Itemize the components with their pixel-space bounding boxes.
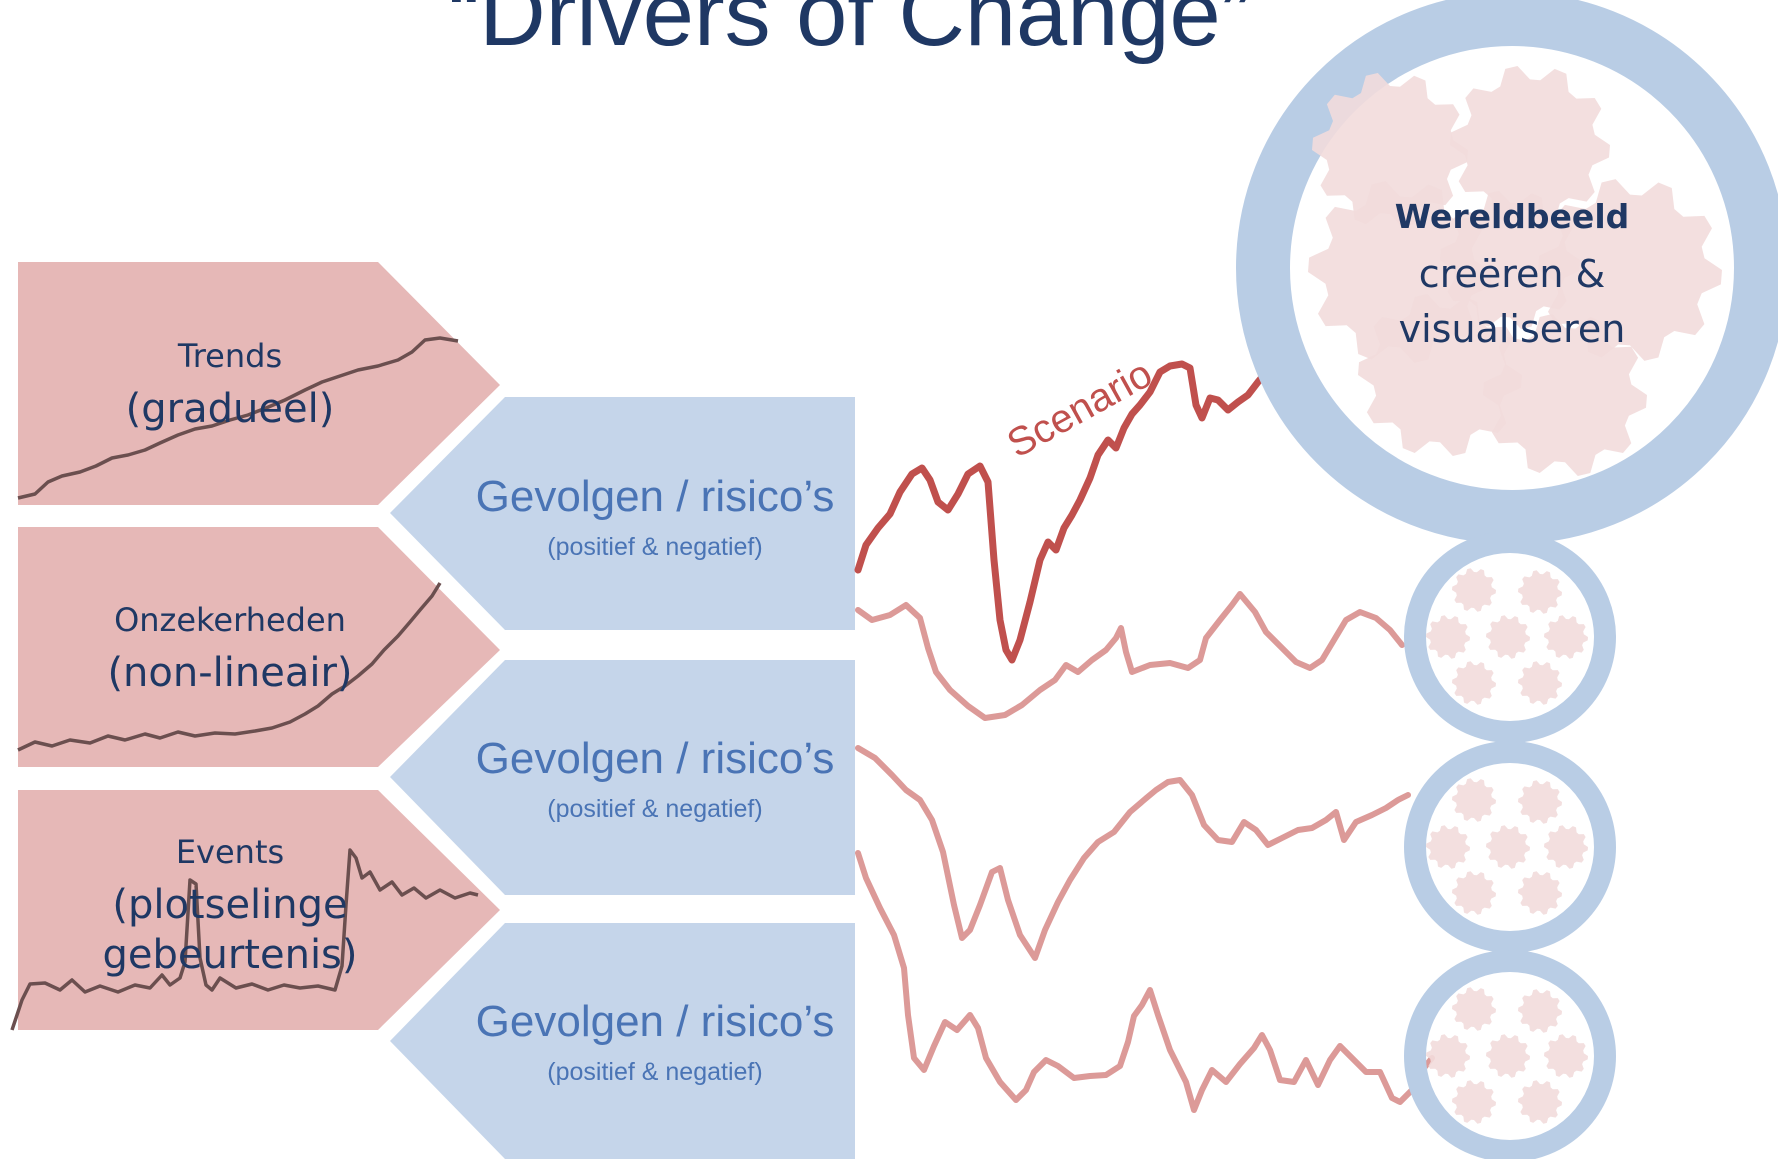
consequence-label-1: Gevolgen / risico’s <box>475 472 835 521</box>
gear-icon <box>1518 989 1562 1033</box>
gear-icon <box>1518 570 1562 614</box>
gear-icon <box>1358 294 1522 456</box>
page-title: “Drivers of Change” <box>448 0 1252 65</box>
gear-icon <box>1452 871 1496 915</box>
gear-icon <box>1544 1034 1588 1078</box>
gear-icon <box>1452 661 1496 705</box>
worldview-title: Wereldbeeld <box>1394 197 1630 236</box>
gear-icon <box>1544 615 1588 659</box>
gear-icon <box>1452 987 1496 1031</box>
worldview-text: creëren & visualiseren <box>1398 252 1626 351</box>
trend-line-gradual <box>17 336 459 500</box>
gear-icon <box>1518 661 1562 705</box>
consequence-sub-2: (positief & negatief) <box>547 795 763 823</box>
small-world-gears-3 <box>1426 987 1588 1124</box>
driver-shape-events <box>18 790 500 1030</box>
gear-icon <box>1450 66 1610 224</box>
gear-icon <box>1426 1034 1470 1078</box>
scenario-line-alt-3 <box>855 850 1435 1113</box>
scenario-line-alt-1 <box>855 591 1405 721</box>
driver-shape-trends <box>18 262 500 505</box>
gear-icon <box>1440 190 1580 330</box>
gear-icon <box>1486 615 1530 659</box>
gear-icon <box>1486 1034 1530 1078</box>
driver-label-trends: Trends <box>177 337 283 375</box>
gear-icon <box>1452 778 1496 822</box>
small-world-ring-2 <box>1404 741 1616 953</box>
driver-sub-events: (plotselinge gebeurtenis) <box>102 882 358 978</box>
consequence-shape-1 <box>390 397 855 630</box>
gear-icon <box>1518 780 1562 824</box>
gear-icon <box>1518 1080 1562 1124</box>
gear-icon <box>1518 871 1562 915</box>
trend-line-nonlinear <box>17 582 442 752</box>
gear-icon <box>1483 314 1647 476</box>
gear-icon <box>1426 615 1470 659</box>
gear-icon <box>1486 825 1530 869</box>
consequence-label-2: Gevolgen / risico’s <box>475 734 835 783</box>
gear-icon <box>1426 825 1470 869</box>
small-world-gears-2 <box>1426 778 1588 915</box>
gear-icon <box>1544 825 1588 869</box>
consequence-shape-3 <box>390 923 855 1159</box>
worldview-gears <box>1308 66 1722 476</box>
small-world-ring-1 <box>1404 531 1616 743</box>
gear-icon <box>1452 568 1496 612</box>
consequence-shape-2 <box>390 660 855 895</box>
small-world-ring-3 <box>1404 950 1616 1159</box>
driver-sub-trends: (gradueel) <box>125 386 335 432</box>
consequence-sub-1: (positief & negatief) <box>547 533 763 561</box>
driver-label-events: Events <box>175 833 285 871</box>
consequence-label-3: Gevolgen / risico’s <box>475 997 835 1046</box>
driver-sub-onzekerheden: (non-lineair) <box>107 650 353 696</box>
gear-icon <box>1452 1080 1496 1124</box>
gear-icon <box>1538 179 1722 361</box>
driver-label-onzekerheden: Onzekerheden <box>114 601 346 639</box>
scenario-line-alt-2 <box>855 745 1411 961</box>
small-world-gears-1 <box>1426 568 1588 705</box>
driver-shape-onzekerheden <box>18 527 500 767</box>
scenario-line-main <box>854 354 1280 664</box>
worldview-ring <box>1236 0 1778 544</box>
consequence-sub-3: (positief & negatief) <box>547 1058 763 1086</box>
trend-line-events <box>10 848 479 1031</box>
